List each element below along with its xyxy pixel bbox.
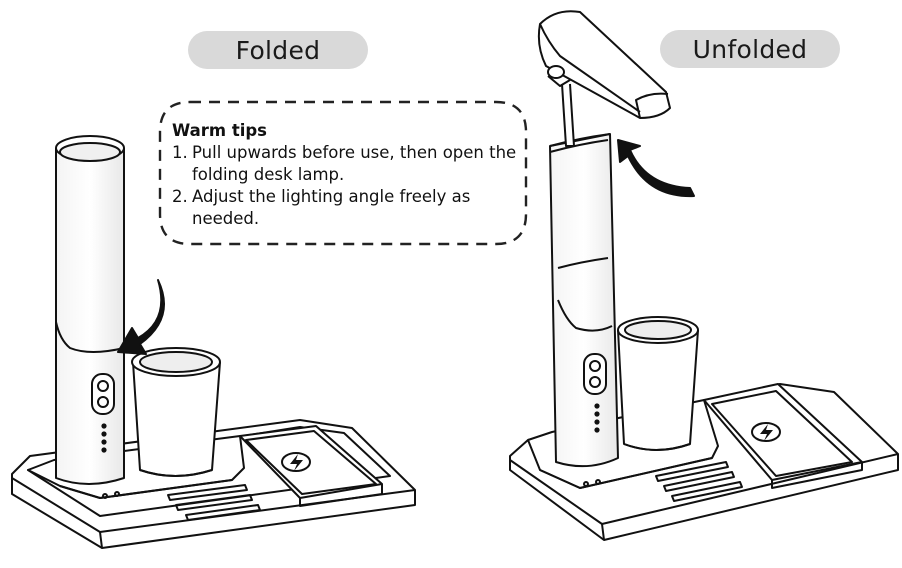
folded-lamp-body [55, 135, 125, 485]
unfolded-lamp-pole [561, 83, 575, 147]
unfolded-label: Unfolded [660, 30, 840, 68]
unfolded-pen-cup [617, 316, 699, 451]
unfolded-lamp-body [549, 133, 619, 468]
warm-tips: Warm tips 1. Pull upwards before use, th… [172, 120, 517, 230]
warm-tip-number: 2. [172, 187, 188, 206]
warm-tips-border [158, 100, 528, 246]
folded-pen-cup [131, 347, 221, 477]
unfolded-wireless-charging-icon [751, 422, 781, 442]
folded-wireless-charging-icon [281, 452, 311, 472]
warm-tip-text: Pull upwards before use, then open the f… [192, 143, 517, 184]
warm-tip-text: Adjust the lighting angle freely as need… [192, 187, 471, 228]
unfolded-lamp-head [537, 10, 671, 119]
warm-tip-number: 1. [172, 143, 188, 162]
warm-tip-item: 2. Adjust the lighting angle freely as n… [172, 186, 517, 230]
warm-tip-item: 1. Pull upwards before use, then open th… [172, 142, 517, 186]
folded-curved-arrow-icon [117, 279, 165, 355]
folded-lamp [11, 135, 416, 549]
folded-label: Folded [188, 31, 368, 69]
warm-tips-title: Warm tips [172, 121, 267, 140]
unfolded-lamp [509, 10, 899, 541]
unfolded-curved-arrow-icon [617, 139, 695, 198]
